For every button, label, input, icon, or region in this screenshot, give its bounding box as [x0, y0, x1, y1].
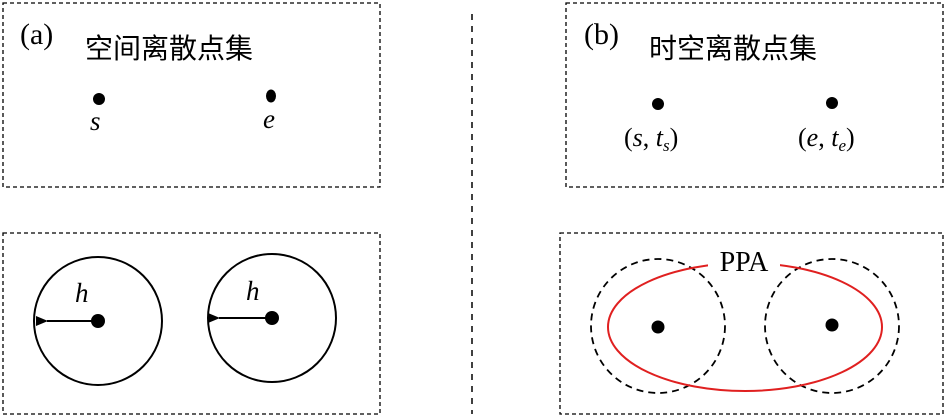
- st-buffer-circle-e: [764, 258, 900, 394]
- panel-a-title: 空间离散点集: [85, 32, 253, 65]
- radius-label-s: h: [75, 278, 89, 308]
- st-point-s-label: (s, ts): [624, 123, 678, 155]
- point-s-label: s: [90, 106, 101, 136]
- panel-b-title: 时空离散点集: [649, 32, 817, 65]
- st-buffer-center-s: [651, 320, 665, 334]
- panel-a-top-box: [2, 2, 381, 188]
- st-buffer-circle-s: [590, 258, 726, 394]
- radius-label-e: h: [246, 276, 260, 306]
- buffer-circle-s: [33, 256, 163, 386]
- point-s-marker: [93, 93, 105, 105]
- st-buffer-center-e: [825, 318, 839, 332]
- st-point-e-marker: [826, 97, 838, 109]
- panel-a-bottom-box: [2, 232, 381, 415]
- panel-b-bottom-box: [559, 232, 944, 415]
- st-point-e-label: (e, te): [798, 123, 855, 155]
- panel-a-label: (a): [20, 18, 53, 51]
- ppa-ellipse: [607, 262, 883, 392]
- ppa-label: PPA: [720, 247, 770, 278]
- st-point-s-marker: [652, 98, 664, 110]
- point-e-label: e: [263, 104, 275, 134]
- point-e-marker: [266, 89, 276, 103]
- ppa-label-mask: [708, 246, 780, 276]
- panel-b-top-box: [565, 2, 944, 188]
- panel-b-label: (b): [584, 18, 619, 51]
